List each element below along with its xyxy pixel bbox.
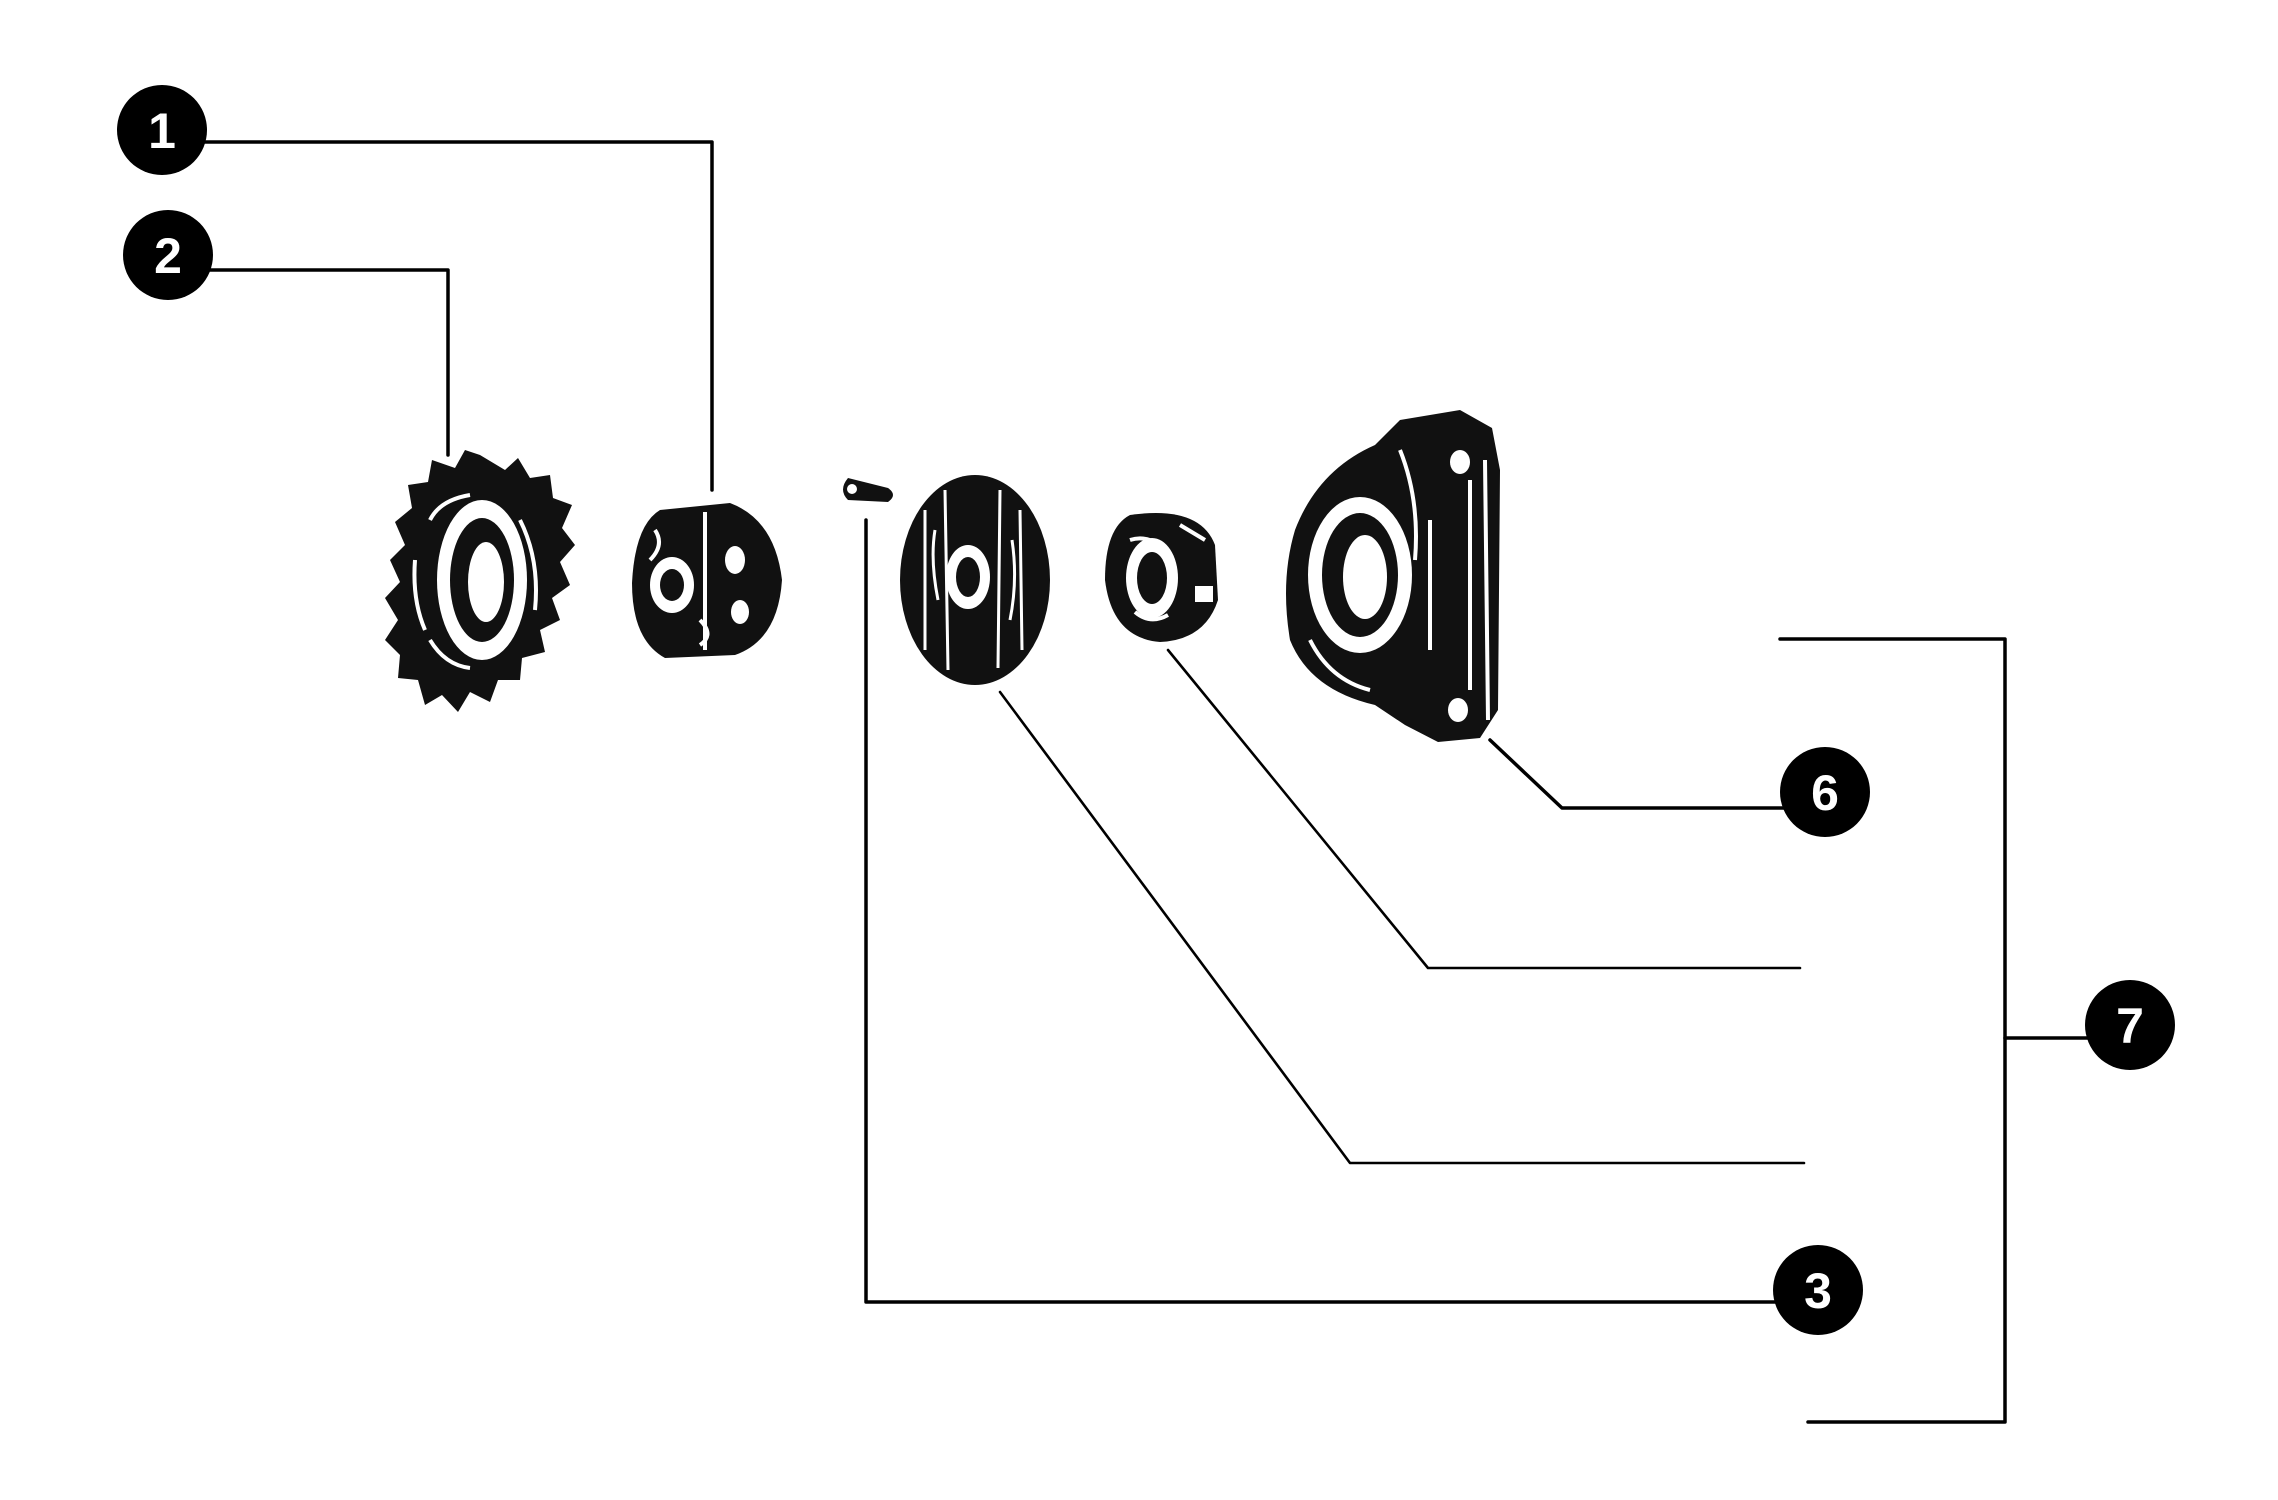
leader-line-washer bbox=[998, 690, 1806, 1165]
bracket-7 bbox=[1778, 637, 2007, 1424]
callout-2: 2 bbox=[123, 210, 213, 300]
leader-line-6 bbox=[1488, 738, 1792, 810]
callout-1: 1 bbox=[117, 85, 207, 175]
leader-lines bbox=[163, 140, 2092, 1424]
leader-line-bearing bbox=[1166, 648, 1802, 970]
leader-line-2 bbox=[163, 268, 450, 457]
part-washer-plate bbox=[900, 475, 1050, 685]
callout-6: 6 bbox=[1780, 747, 1870, 837]
callout-label-2: 2 bbox=[154, 228, 182, 284]
part-lock-nut bbox=[632, 503, 782, 658]
part-sprocket-cog bbox=[385, 450, 575, 712]
part-flange-housing bbox=[1286, 410, 1500, 742]
leader-line-3 bbox=[864, 518, 1782, 1304]
callout-label-6: 6 bbox=[1811, 765, 1839, 821]
leader-line-1 bbox=[163, 140, 714, 492]
callout-label-1: 1 bbox=[148, 103, 176, 159]
part-bearing-cone bbox=[1105, 513, 1218, 642]
callout-7: 7 bbox=[2085, 980, 2175, 1070]
callout-3: 3 bbox=[1773, 1245, 1863, 1335]
callout-label-3: 3 bbox=[1804, 1263, 1832, 1319]
part-key-pin bbox=[843, 478, 893, 502]
callout-label-7: 7 bbox=[2116, 998, 2144, 1054]
